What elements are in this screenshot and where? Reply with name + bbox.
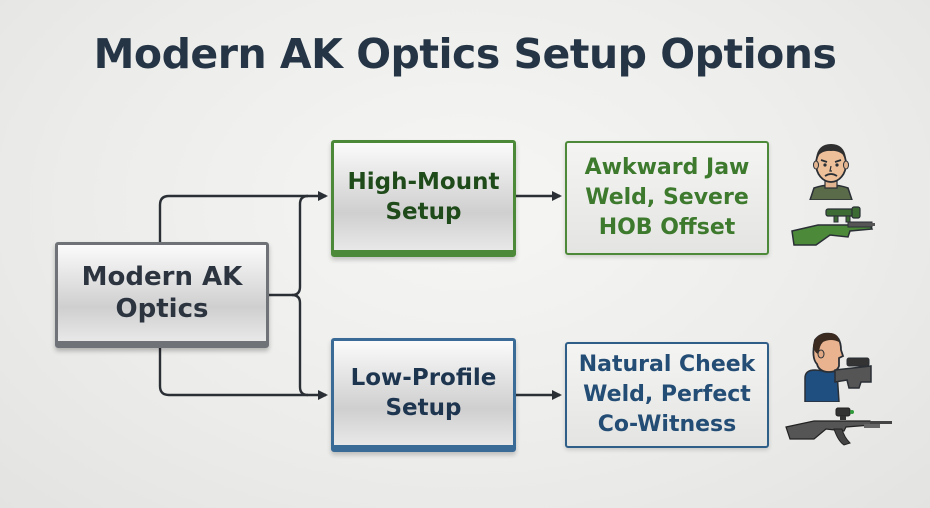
root-label-line1: Modern AK bbox=[81, 262, 243, 292]
low-profile-label-line2: Setup bbox=[385, 395, 462, 421]
shooter-profile-icon bbox=[804, 332, 872, 402]
root-node-modern-ak-optics: Modern AK Optics bbox=[55, 242, 269, 348]
connector-root-to-high bbox=[158, 191, 328, 242]
connector-root-to-low bbox=[158, 348, 328, 400]
high-mount-setup-node: High-Mount Setup bbox=[331, 140, 516, 257]
high-outcome-line3: HOB Offset bbox=[598, 215, 736, 240]
high-outcome-line2: Weld, Severe bbox=[585, 185, 749, 210]
rifle-high-mount-icon bbox=[791, 206, 875, 246]
low-outcome-line3: Co-Witness bbox=[597, 412, 737, 437]
low-outcome-line1: Natural Cheek bbox=[578, 352, 756, 377]
high-mount-label-line1: High-Mount bbox=[347, 168, 500, 195]
diagram-title: Modern AK Optics Setup Options bbox=[93, 30, 837, 78]
connector-right-down bbox=[291, 293, 309, 397]
ak-rifle-icon bbox=[785, 407, 892, 446]
high-mount-label-line2: Setup bbox=[385, 198, 462, 225]
low-profile-outcome-node: Natural Cheek Weld, Perfect Co-Witness bbox=[565, 342, 769, 448]
high-mount-outcome-node: Awkward Jaw Weld, Severe HOB Offset bbox=[565, 141, 769, 255]
frowning-face-icon bbox=[809, 144, 853, 200]
low-profile-label-line1: Low-Profile bbox=[350, 365, 497, 391]
low-outcome-line2: Weld, Perfect bbox=[583, 382, 751, 407]
low-profile-setup-node: Low-Profile Setup bbox=[331, 338, 516, 452]
root-label-line2: Optics bbox=[115, 294, 209, 324]
connector-right-up bbox=[291, 194, 309, 297]
high-outcome-line1: Awkward Jaw bbox=[584, 155, 750, 180]
